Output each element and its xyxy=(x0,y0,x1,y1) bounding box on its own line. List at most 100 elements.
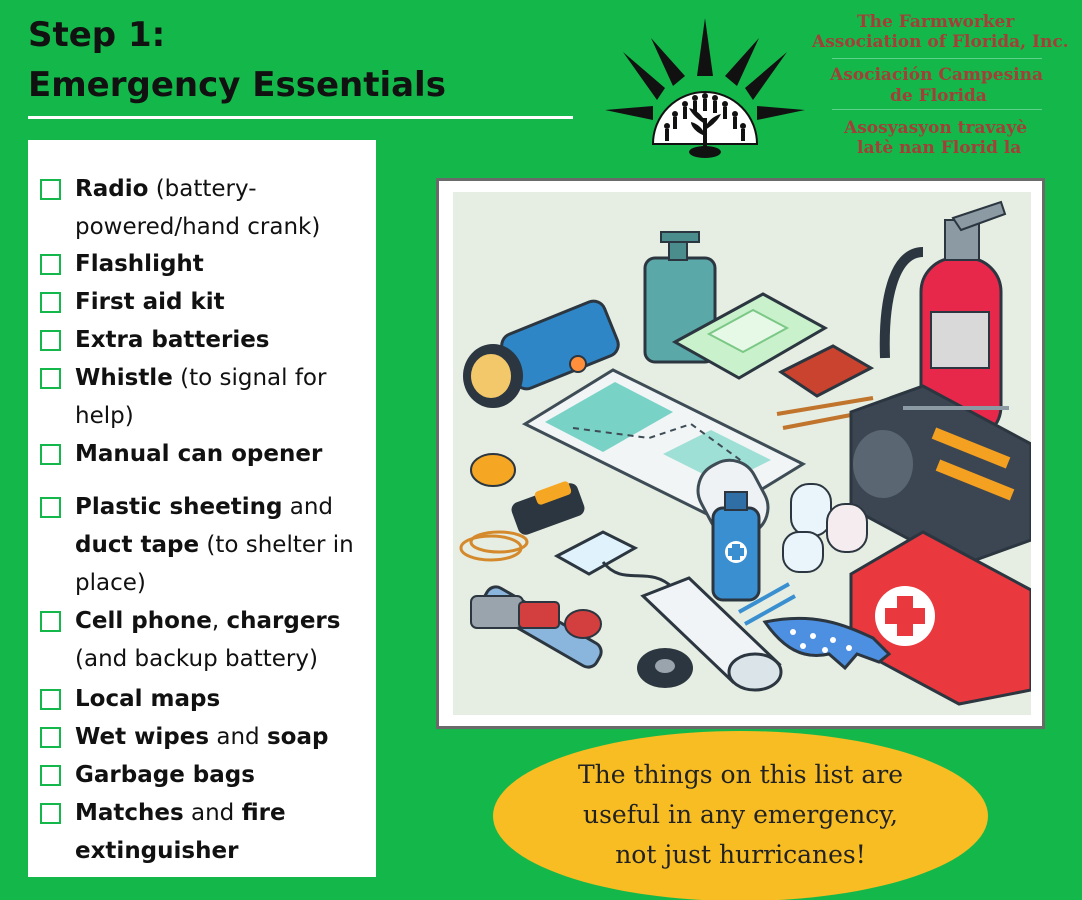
checklist-item-text: Wet wipes and soap xyxy=(75,718,375,756)
checklist-text-segment: Garbage bags xyxy=(75,762,255,788)
checklist-item-line: powered/hand crank) xyxy=(75,208,375,246)
checklist-text-segment: (and backup battery) xyxy=(75,646,318,672)
org-divider xyxy=(832,58,1042,59)
checklist-item-line: Radio (battery- xyxy=(75,170,375,208)
gloves-icon xyxy=(762,616,892,671)
checklist-item-text: Extra batteries xyxy=(75,321,375,359)
duct-tape-icon xyxy=(637,648,693,688)
checklist-item-text: Cell phone, chargers (and backup battery) xyxy=(75,602,375,678)
checklist-text-segment: fire xyxy=(241,800,286,826)
checklist-item-line: Matches and fire xyxy=(75,794,375,832)
checklist-item-line: Extra batteries xyxy=(75,321,375,359)
checklist-item-line: (and backup battery) xyxy=(75,640,375,678)
plastic-roll-icon xyxy=(640,576,783,692)
checkbox-icon[interactable] xyxy=(40,689,61,710)
checklist-item-line: extinguisher xyxy=(75,832,375,870)
checkbox-icon[interactable] xyxy=(40,254,61,275)
checklist-text-segment: (to shelter in xyxy=(199,532,354,558)
checkbox-icon[interactable] xyxy=(40,611,61,632)
checklist-text-segment: Matches xyxy=(75,800,184,826)
checklist-text-segment: , xyxy=(211,608,227,634)
first-aid-kit-icon xyxy=(849,530,1031,706)
cotton-swabs-icon xyxy=(738,582,796,626)
wet-wipes-icon xyxy=(671,292,829,380)
flashlight-icon xyxy=(463,299,620,408)
checklist-text-segment: Radio xyxy=(75,176,149,202)
checklist-text-segment: Extra batteries xyxy=(75,327,270,353)
title-step: Step 1: xyxy=(28,15,166,55)
checkbox-icon[interactable] xyxy=(40,292,61,313)
checklist-text-segment: Wet wipes xyxy=(75,724,210,750)
checklist-text-segment: and xyxy=(209,724,267,750)
checklist-text-segment: Plastic sheeting xyxy=(75,494,283,520)
checklist-item-line: Garbage bags xyxy=(75,756,375,794)
checkbox-icon[interactable] xyxy=(40,497,61,518)
org-creole-line2: latè nan Florid la xyxy=(857,138,1022,158)
callout-bubble xyxy=(493,731,988,900)
org-spanish-line1: Asociación Campesina xyxy=(830,65,1043,85)
checklist-panel: Radio (battery-powered/hand crank) Flashl… xyxy=(28,140,376,877)
checklist-item-line: Manual can opener xyxy=(75,435,375,473)
checklist-text-segment: Manual can opener xyxy=(75,441,323,467)
checklist-item-text: Flashlight xyxy=(75,245,375,283)
rubber-bands-icon xyxy=(459,530,529,562)
checklist-item-line: Plastic sheeting and xyxy=(75,488,375,526)
callout-line3: not just hurricanes! xyxy=(615,840,866,869)
checklist-text-segment: (battery- xyxy=(148,176,257,202)
checklist-text-segment: Whistle xyxy=(75,365,173,391)
farmworker-association-logo-icon xyxy=(605,18,805,158)
checklist-item-text: Radio (battery-powered/hand crank) xyxy=(75,170,375,246)
org-english-line2: Association of Florida, Inc. xyxy=(812,32,1069,52)
checklist-text-segment: help) xyxy=(75,403,134,429)
checklist-item-text: Whistle (to signal for help) xyxy=(75,359,375,435)
checkbox-icon[interactable] xyxy=(40,765,61,786)
checklist-item-line: duct tape (to shelter in xyxy=(75,526,375,564)
checkbox-icon[interactable] xyxy=(40,179,61,200)
checklist-text-segment: and xyxy=(183,800,242,826)
checklist-item-text: Local maps xyxy=(75,680,375,718)
checklist-text-segment: chargers xyxy=(226,608,341,634)
checklist-text-segment: Local maps xyxy=(75,686,221,712)
checkbox-icon[interactable] xyxy=(40,727,61,748)
phone-charger-icon xyxy=(553,530,675,590)
checklist-item-text: Garbage bags xyxy=(75,756,375,794)
org-divider xyxy=(832,109,1042,110)
checklist-item-line: Flashlight xyxy=(75,245,375,283)
checkbox-icon[interactable] xyxy=(40,444,61,465)
checklist-text-segment: Flashlight xyxy=(75,251,204,277)
checklist-text-segment: (to signal for xyxy=(172,365,327,391)
checklist-text-segment: Cell phone xyxy=(75,608,212,634)
checklist-text-segment: extinguisher xyxy=(75,838,239,864)
checkbox-icon[interactable] xyxy=(40,803,61,824)
checklist-item-line: First aid kit xyxy=(75,283,375,321)
title-emergency-essentials: Emergency Essentials xyxy=(28,65,446,105)
hand-sanitizer-icon xyxy=(711,491,761,602)
fire-extinguisher-icon xyxy=(879,200,1007,442)
checklist-text-segment: duct tape xyxy=(75,532,200,558)
checklist-item-text: Manual can opener xyxy=(75,435,375,473)
checklist-item-line: place) xyxy=(75,564,375,602)
checklist-text-segment: place) xyxy=(75,570,146,596)
title-underline xyxy=(28,116,573,119)
org-spanish-line2: de Florida xyxy=(890,86,987,106)
checkbox-icon[interactable] xyxy=(40,330,61,351)
checklist-item-line: help) xyxy=(75,397,375,435)
checklist-item-line: Cell phone, chargers xyxy=(75,602,375,640)
callout-line2: useful in any emergency, xyxy=(582,800,899,829)
checklist-item-line: Whistle (to signal for xyxy=(75,359,375,397)
checklist-item-text: First aid kit xyxy=(75,283,375,321)
checklist-item-line: Wet wipes and soap xyxy=(75,718,375,756)
checklist-item-line: Local maps xyxy=(75,680,375,718)
checklist-text-segment: First aid kit xyxy=(75,289,225,315)
small-supplies-icon xyxy=(518,601,602,639)
checkbox-icon[interactable] xyxy=(40,368,61,389)
checklist-text-segment: and xyxy=(282,494,334,520)
checklist-text-segment: powered/hand crank) xyxy=(75,214,321,240)
checklist-text-segment: soap xyxy=(266,724,329,750)
bandage-rolls-icon xyxy=(782,483,868,573)
whistle-icon xyxy=(470,453,516,487)
emergency-kit-illustration xyxy=(453,192,1031,715)
